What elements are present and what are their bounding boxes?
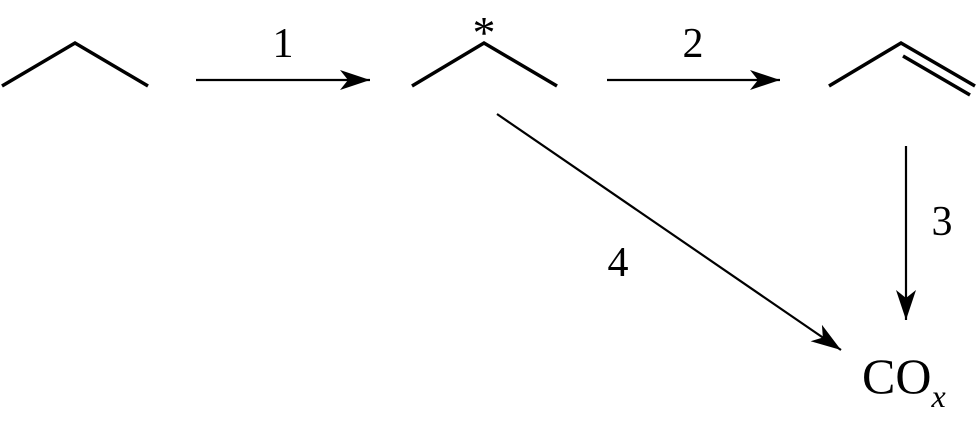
propane-molecule	[1, 40, 149, 88]
arrow-step-4	[496, 113, 842, 351]
step-1-label: 1	[273, 21, 294, 67]
cox-subscript: x	[930, 378, 945, 414]
step-2-label: 2	[683, 21, 704, 67]
propene-molecule	[828, 40, 976, 97]
step-4-label: 4	[608, 240, 629, 286]
adsorbed-site-asterisk: *	[473, 7, 496, 58]
cox-product-label: COx	[862, 348, 946, 414]
step-3-label: 3	[932, 199, 953, 245]
propyl-intermediate-molecule	[411, 40, 558, 88]
cox-main-text: CO	[862, 348, 931, 404]
